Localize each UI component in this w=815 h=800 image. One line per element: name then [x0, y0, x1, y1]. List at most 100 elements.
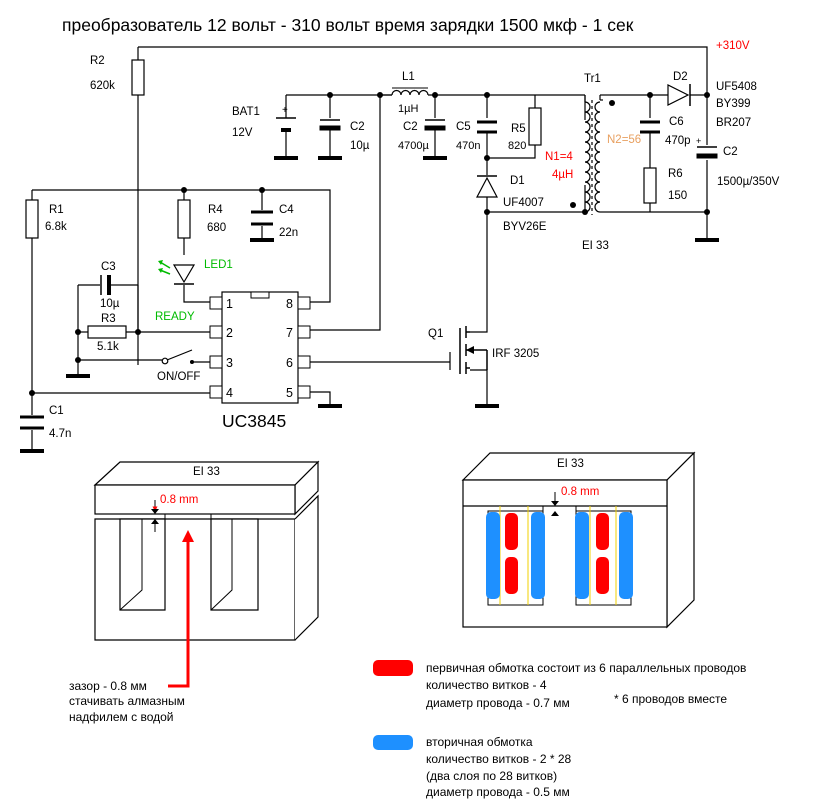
capacitor-c4	[251, 210, 273, 226]
r2-ref: R2	[90, 55, 105, 67]
page-title: преобразователь 12 вольт - 310 вольт вре…	[62, 15, 634, 35]
l1-value: 1µH	[398, 103, 418, 115]
r5-value: 820	[508, 140, 526, 152]
legend-secondary-line-2: количество витков - 2 * 28	[426, 752, 572, 766]
r2-value: 620k	[90, 80, 115, 92]
d2-value-1: UF5408	[716, 81, 757, 93]
legend-secondary-line-1: вторичная обмотка	[426, 735, 533, 749]
capacitor-c2-1500u	[696, 146, 718, 159]
q1-value: IRF 3205	[492, 348, 539, 360]
core-left	[93, 460, 320, 641]
r3-ref: R3	[101, 313, 116, 325]
r3-value: 5.1k	[97, 341, 119, 353]
c2b-ref: C2	[403, 121, 418, 133]
led-ready	[158, 260, 196, 285]
ic-pin-6: 6	[286, 356, 293, 370]
output-voltage: +310V	[716, 40, 750, 52]
core-left-gap: 0.8 mm	[160, 494, 198, 506]
c2b-value: 4700µ	[398, 140, 429, 152]
bat1-ref: BAT1	[232, 106, 260, 118]
ic-uc3845	[209, 291, 311, 404]
onoff-label: ON/OFF	[157, 371, 200, 383]
n1-inductance: 4µH	[552, 169, 573, 181]
transformer-tr1	[584, 94, 610, 215]
legend-primary-line-2: количество витков - 4	[426, 678, 547, 692]
d2-value-3: BR207	[716, 117, 751, 129]
core-right-gap: 0.8 mm	[561, 486, 599, 498]
ic-label: UC3845	[222, 411, 286, 431]
d2-value-2: BY399	[716, 98, 751, 110]
capacitor-c6	[640, 120, 660, 134]
legend-primary-line-1: первичная обмотка состоит из 6 параллель…	[426, 661, 746, 675]
tr1-ref: Tr1	[584, 73, 601, 85]
bat1-value: 12V	[232, 127, 253, 139]
legend-primary-swatch	[373, 660, 413, 676]
c4-value: 22n	[279, 227, 298, 239]
capacitor-c2-10u	[319, 119, 341, 148]
ic-pin-2: 2	[226, 326, 233, 340]
battery-plus: +	[282, 105, 288, 116]
c2c-value: 1500µ/350V	[717, 176, 780, 188]
c6-ref: C6	[669, 116, 684, 128]
r4-value: 680	[207, 222, 226, 234]
resistor-r4	[177, 199, 191, 239]
n2-label: N2=56	[607, 134, 641, 146]
resistor-r3	[87, 325, 127, 339]
gap-note-1: зазор - 0.8 мм	[69, 679, 147, 693]
d1-value-1: UF4007	[503, 197, 544, 209]
windings	[486, 512, 633, 599]
gap-note-3: надфилем с водой	[69, 710, 174, 724]
d1-ref: D1	[510, 175, 525, 187]
c3-value: 10µ	[100, 298, 120, 310]
ic-pin-5: 5	[286, 386, 293, 400]
capacitor-c3	[100, 275, 120, 295]
d1-value-2: BYV26E	[503, 221, 547, 233]
q1-ref: Q1	[428, 328, 443, 340]
legend-secondary-line-3: (два слоя по 28 витков)	[426, 769, 557, 783]
l1-ref: L1	[402, 71, 415, 83]
d2-ref: D2	[673, 71, 688, 83]
tr1-core: EI 33	[582, 240, 609, 252]
c4-ref: C4	[279, 204, 294, 216]
mosfet-arrow	[466, 346, 474, 354]
led1-ref: LED1	[204, 259, 233, 271]
r1-value: 6.8k	[45, 221, 67, 233]
ic-pin-7: 7	[286, 326, 293, 340]
n1-label: N1=4	[545, 151, 573, 163]
c2a-ref: C2	[350, 121, 365, 133]
resistor-r1	[25, 199, 39, 239]
c3-ref: C3	[101, 261, 116, 273]
c1-value: 4.7n	[49, 428, 71, 440]
r1-ref: R1	[49, 204, 64, 216]
ic-pin-4: 4	[226, 386, 233, 400]
r6-ref: R6	[668, 168, 683, 180]
resistor-r2	[131, 59, 145, 96]
r5-ref: R5	[511, 123, 526, 135]
legend-secondary-swatch	[373, 735, 413, 750]
c6-value: 470p	[665, 135, 691, 147]
r4-ref: R4	[208, 204, 223, 216]
junction-dots	[29, 92, 710, 396]
legend-primary-line-3: диаметр провода - 0.7 мм	[426, 696, 570, 710]
core-left-title: EI 33	[193, 466, 220, 478]
gap-note-2: стачивать алмазным	[69, 694, 185, 708]
ic-pin-8: 8	[286, 297, 293, 311]
capacitor-c1	[20, 415, 44, 430]
resistor-r5	[528, 107, 542, 146]
c2c-ref: C2	[723, 146, 738, 158]
resistor-r6	[643, 167, 657, 204]
gap-arrow	[168, 530, 194, 688]
c2a-value: 10µ	[350, 140, 370, 152]
c5-value: 470n	[456, 140, 480, 152]
capacitor-c5	[477, 120, 497, 134]
legend-secondary-line-4: диаметр провода - 0.5 мм	[426, 785, 570, 799]
legend-primary-line-4: * 6 проводов вместе	[614, 692, 727, 706]
c5-ref: C5	[456, 121, 471, 133]
r6-value: 150	[668, 190, 687, 202]
led1-ready: READY	[155, 311, 195, 323]
ic-pin-1: 1	[226, 297, 233, 311]
core-right-title: EI 33	[557, 458, 584, 470]
diode-d1	[476, 175, 498, 198]
ic-pin-3: 3	[226, 356, 233, 370]
